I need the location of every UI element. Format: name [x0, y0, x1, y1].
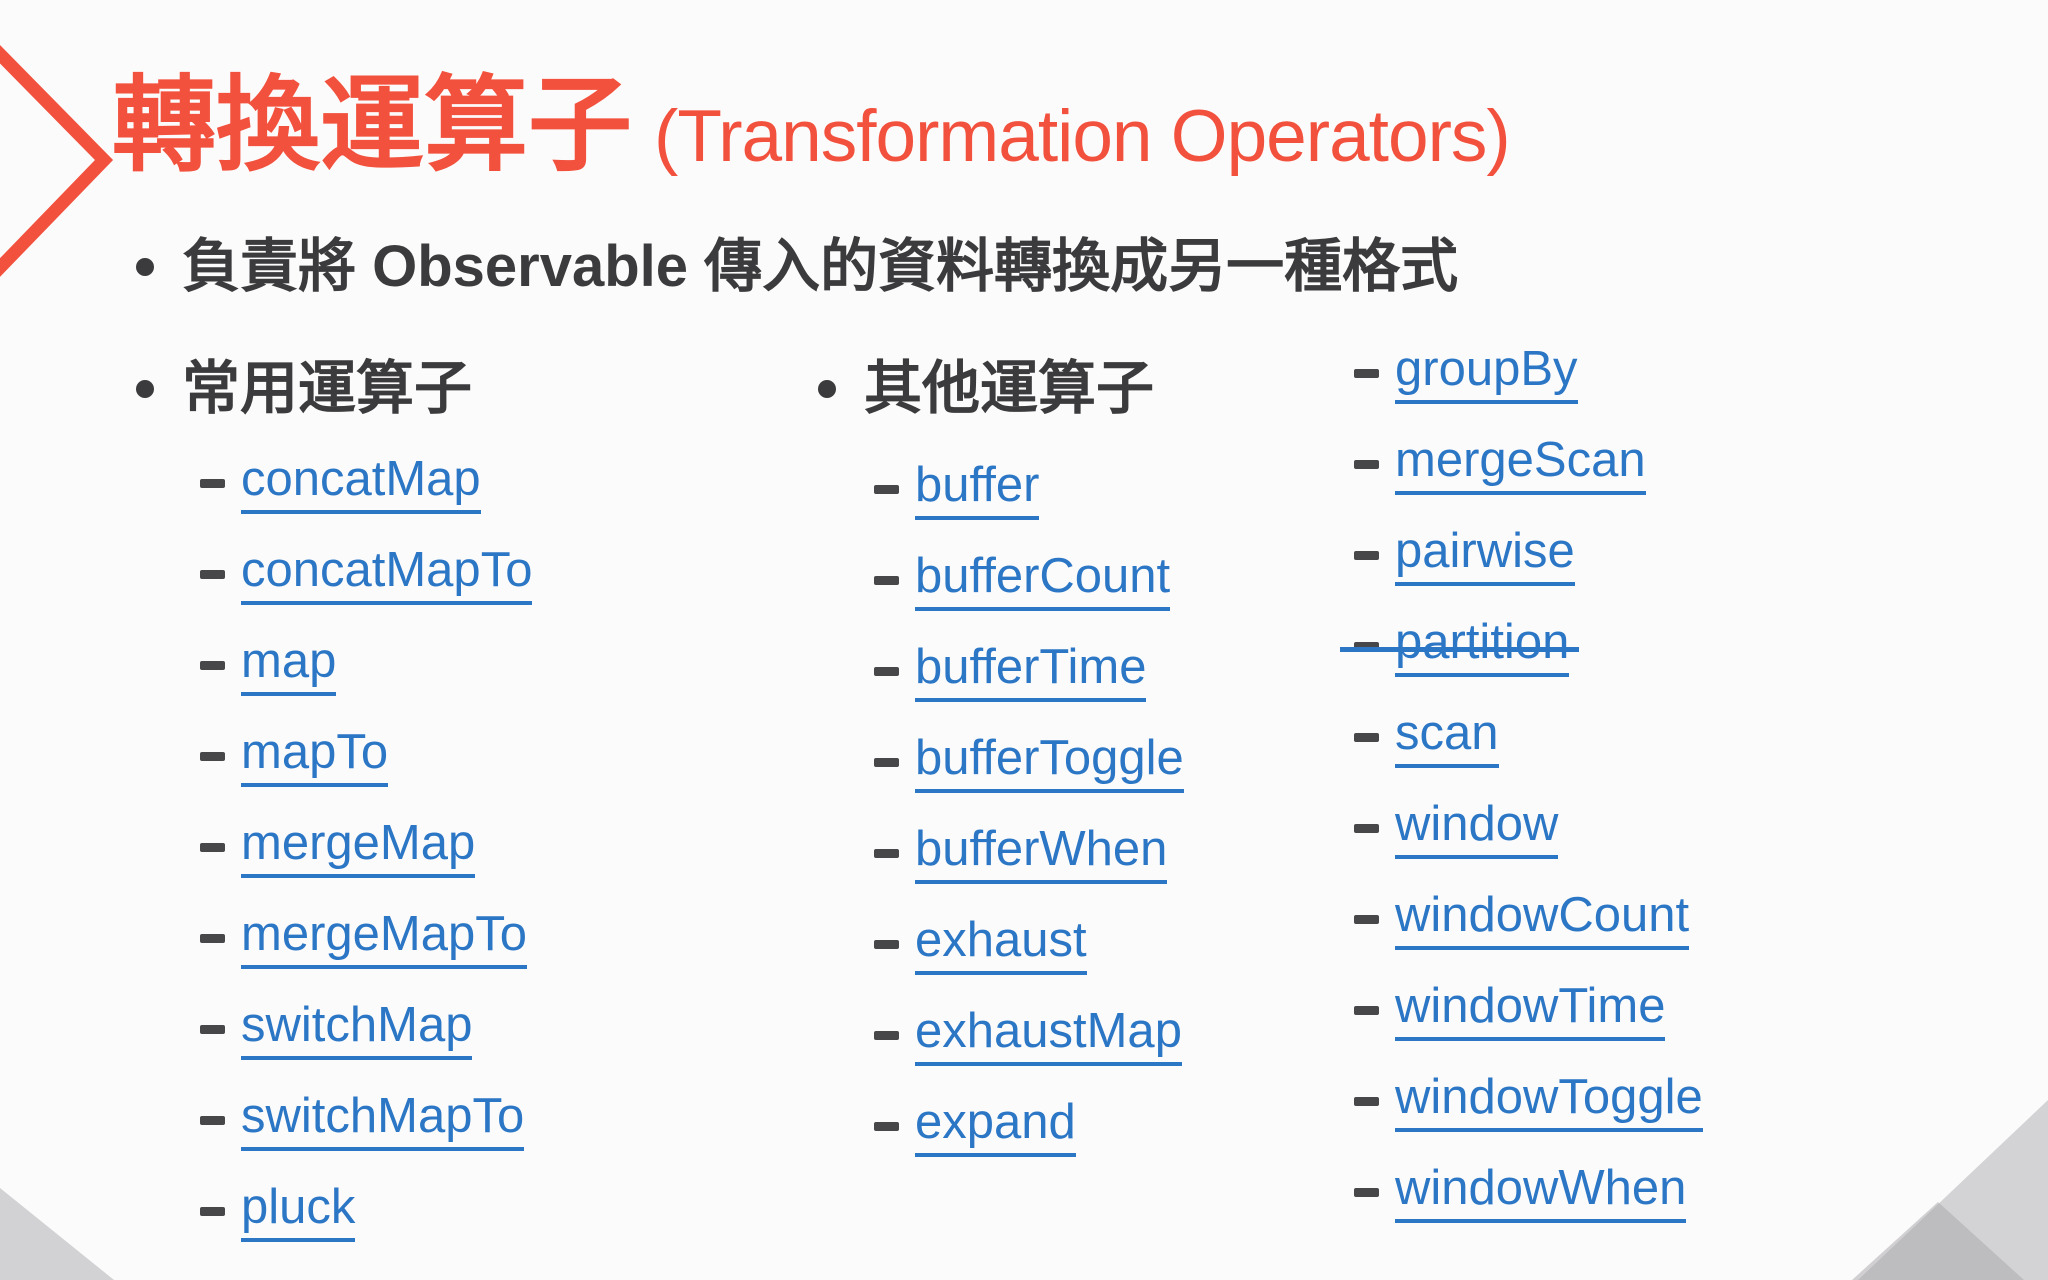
- operator-link[interactable]: buffer: [915, 458, 1040, 520]
- list-item: windowCount: [1354, 888, 1690, 979]
- dash-bullet-icon: [200, 661, 225, 670]
- dash-bullet-icon: [1354, 1188, 1379, 1197]
- list-item: mergeScan: [1354, 433, 1646, 524]
- list-item: concatMap: [200, 452, 481, 543]
- list-item: mergeMap: [200, 816, 476, 907]
- bullet-dot-icon: [818, 380, 836, 398]
- list-item: concatMapTo: [200, 543, 533, 634]
- dash-bullet-icon: [1354, 642, 1379, 651]
- list-item: pairwise: [1354, 524, 1575, 615]
- list-item-struck: partition: [1339, 615, 1580, 706]
- dash-bullet-icon: [874, 667, 899, 676]
- section-header-label: 其他運算子: [864, 356, 1155, 421]
- list-item: window: [1354, 797, 1559, 888]
- section-header-label: 常用運算子: [182, 356, 473, 421]
- operator-link[interactable]: mergeMapTo: [241, 907, 527, 969]
- operator-link[interactable]: switchMapTo: [241, 1089, 525, 1151]
- operator-link[interactable]: mergeMap: [241, 816, 476, 878]
- dash-bullet-icon: [200, 479, 225, 488]
- dash-bullet-icon: [874, 940, 899, 949]
- list-item: mergeMapTo: [200, 907, 527, 998]
- dash-bullet-icon: [874, 485, 899, 494]
- operator-link[interactable]: groupBy: [1395, 342, 1578, 404]
- list-item: scan: [1354, 706, 1499, 797]
- operator-link[interactable]: window: [1395, 797, 1559, 859]
- operator-link[interactable]: mergeScan: [1395, 433, 1646, 495]
- bullet-dot-icon: [136, 258, 154, 276]
- dash-bullet-icon: [1354, 551, 1379, 560]
- dash-bullet-icon: [200, 934, 225, 943]
- operator-link[interactable]: concatMapTo: [241, 543, 533, 605]
- dash-bullet-icon: [874, 849, 899, 858]
- dash-bullet-icon: [200, 752, 225, 761]
- operator-list-other: buffer bufferCount bufferTime bufferTogg…: [874, 458, 1184, 1186]
- operator-link[interactable]: pairwise: [1395, 524, 1575, 586]
- operator-link[interactable]: bufferTime: [915, 640, 1147, 702]
- list-item: windowToggle: [1354, 1070, 1703, 1161]
- dash-bullet-icon: [1354, 733, 1379, 742]
- dash-bullet-icon: [1354, 915, 1379, 924]
- dash-bullet-icon: [1354, 1097, 1379, 1106]
- list-item: bufferTime: [874, 640, 1147, 731]
- operator-link[interactable]: pluck: [241, 1180, 356, 1242]
- dash-bullet-icon: [200, 1025, 225, 1034]
- operator-link[interactable]: switchMap: [241, 998, 473, 1060]
- page-title: 轉換運算子 (Transformation Operators): [112, 56, 1511, 196]
- dash-bullet-icon: [200, 570, 225, 579]
- chevron-icon: [0, 44, 114, 277]
- operator-list-common: concatMap concatMapTo map mapTo mergeMap…: [200, 452, 533, 1271]
- section-header-common: 常用運算子: [136, 352, 472, 426]
- list-item: exhaust: [874, 913, 1087, 1004]
- bullet-dot-icon: [136, 380, 154, 398]
- dash-bullet-icon: [200, 843, 225, 852]
- list-item: expand: [874, 1095, 1076, 1186]
- operator-link[interactable]: mapTo: [241, 725, 389, 787]
- title-zh: 轉換運算子: [112, 68, 633, 184]
- operator-link[interactable]: expand: [915, 1095, 1076, 1157]
- dash-bullet-icon: [874, 1031, 899, 1040]
- operator-link[interactable]: windowTime: [1395, 979, 1666, 1041]
- intro-bullet: 負責將 Observable 傳入的資料轉換成另一種格式: [136, 230, 1458, 304]
- section-header-other: 其他運算子: [818, 352, 1154, 426]
- dash-bullet-icon: [200, 1116, 225, 1125]
- operator-link[interactable]: bufferToggle: [915, 731, 1184, 793]
- intro-bullet-label: 負責將 Observable 傳入的資料轉換成另一種格式: [182, 234, 1459, 299]
- operator-link[interactable]: map: [241, 634, 337, 696]
- list-item: buffer: [874, 458, 1040, 549]
- list-item: groupBy: [1354, 342, 1578, 433]
- list-item: bufferCount: [874, 549, 1171, 640]
- list-item: windowWhen: [1354, 1161, 1687, 1252]
- list-item: exhaustMap: [874, 1004, 1182, 1095]
- operator-link[interactable]: windowWhen: [1395, 1161, 1687, 1223]
- dash-bullet-icon: [200, 1207, 225, 1216]
- operator-link[interactable]: exhaust: [915, 913, 1087, 975]
- dash-bullet-icon: [874, 1122, 899, 1131]
- operator-link[interactable]: bufferCount: [915, 549, 1171, 611]
- dash-bullet-icon: [1354, 1006, 1379, 1015]
- dash-bullet-icon: [1354, 460, 1379, 469]
- operator-link[interactable]: windowCount: [1395, 888, 1690, 950]
- dash-bullet-icon: [874, 758, 899, 767]
- dash-bullet-icon: [1354, 824, 1379, 833]
- dash-bullet-icon: [874, 576, 899, 585]
- operator-link[interactable]: exhaustMap: [915, 1004, 1182, 1066]
- list-item: switchMapTo: [200, 1089, 525, 1180]
- dash-bullet-icon: [1354, 369, 1379, 378]
- list-item: mapTo: [200, 725, 389, 816]
- operator-link[interactable]: partition: [1395, 615, 1570, 677]
- list-item: switchMap: [200, 998, 473, 1089]
- list-item: map: [200, 634, 337, 725]
- list-item: bufferToggle: [874, 731, 1184, 822]
- list-item: pluck: [200, 1180, 356, 1271]
- operator-link[interactable]: bufferWhen: [915, 822, 1168, 884]
- title-en: (Transformation Operators): [654, 96, 1511, 177]
- operator-link[interactable]: concatMap: [241, 452, 481, 514]
- list-item: bufferWhen: [874, 822, 1168, 913]
- operator-link[interactable]: windowToggle: [1395, 1070, 1703, 1132]
- operator-list-continued: groupBy mergeScan pairwise partition sca…: [1339, 342, 1703, 1252]
- list-item: windowTime: [1354, 979, 1666, 1070]
- operator-link[interactable]: scan: [1395, 706, 1499, 768]
